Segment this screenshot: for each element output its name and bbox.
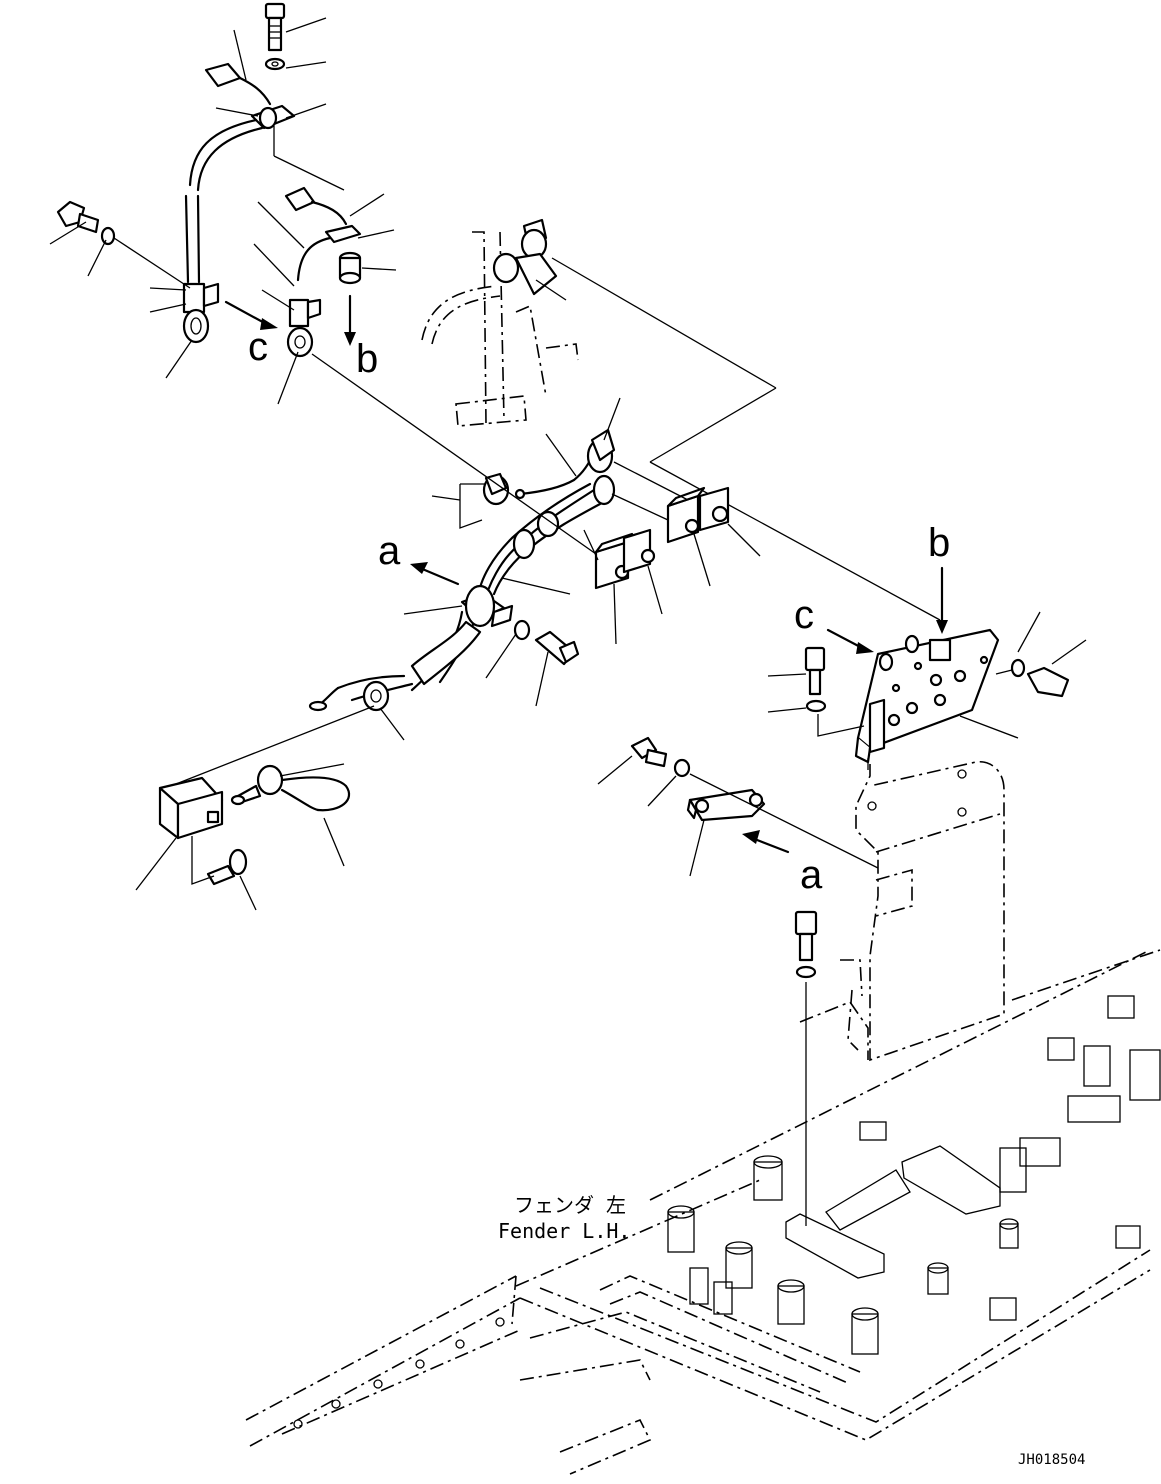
clip-icon	[286, 298, 322, 358]
hex-bolt-icon	[804, 646, 826, 696]
washer-icon	[795, 965, 817, 979]
middle-harness-group: a	[308, 353, 761, 741]
bracket-icon	[250, 104, 296, 130]
clip-icon	[182, 282, 220, 344]
view-label-a-middle: a	[378, 529, 401, 573]
base-frame-outline	[245, 949, 1161, 1475]
relay-block-icon	[666, 486, 730, 544]
clip-icon	[460, 584, 514, 628]
washer-icon	[673, 758, 691, 778]
view-label-a-right: a	[800, 853, 823, 897]
washer-icon	[1010, 658, 1026, 678]
view-label-b-left: b	[356, 337, 378, 381]
hex-bolt-icon	[206, 848, 248, 886]
standoff-block-icon	[667, 995, 1161, 1355]
view-label-c-left: c	[248, 325, 268, 369]
connector-icon	[204, 62, 272, 106]
spacer-icon	[338, 251, 362, 285]
view-label-b-right: b	[928, 521, 950, 565]
frame-outline	[421, 218, 941, 621]
drawing-code: JH018504	[1018, 1452, 1085, 1468]
connector-icon	[492, 218, 558, 296]
hex-bolt-icon	[630, 736, 668, 768]
rail-icon	[785, 1145, 1001, 1279]
fender-label-japanese: フェンダ 左	[514, 1193, 626, 1217]
washer-icon	[264, 57, 286, 71]
hex-bolt-icon	[534, 630, 580, 666]
washer-icon	[805, 699, 827, 713]
bracket-icon	[854, 628, 1000, 764]
lower-left-group	[135, 705, 375, 911]
fender-label-english: Fender L.H.	[498, 1219, 630, 1243]
hex-bolt-icon	[1026, 666, 1070, 698]
washer-icon	[100, 226, 116, 246]
view-label-c-right: c	[794, 593, 814, 637]
hex-bolt-icon	[56, 200, 100, 234]
connector-icon	[284, 186, 348, 226]
washer-icon	[513, 619, 531, 641]
clip-icon	[230, 764, 351, 812]
right-bracket-group: b c	[597, 521, 1087, 1226]
bracket-icon	[324, 224, 362, 244]
connector-icon	[482, 428, 616, 560]
connector-icon	[362, 680, 390, 712]
relay-block-icon	[594, 528, 656, 590]
hex-bolt-icon	[264, 2, 286, 52]
hex-bolt-icon	[794, 910, 818, 962]
bracket-icon	[686, 788, 766, 822]
upper-harness-group: c b	[49, 2, 397, 405]
connector-icon	[158, 776, 224, 840]
